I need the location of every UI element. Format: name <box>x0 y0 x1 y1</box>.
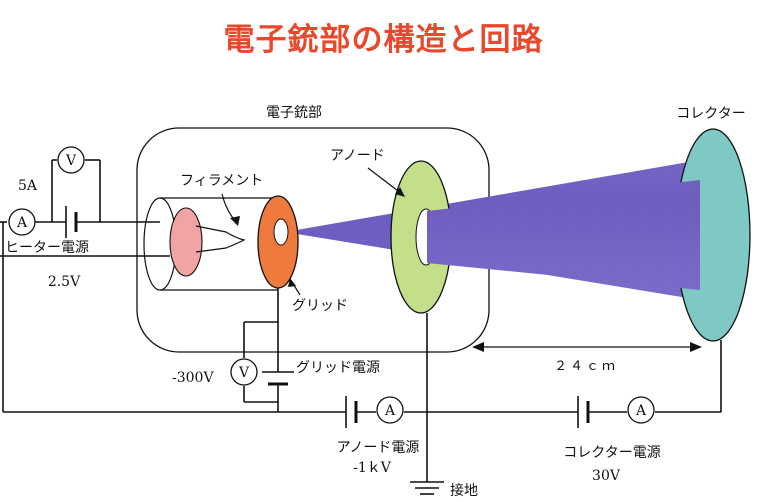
collector-voltage-label: 30V <box>592 468 621 484</box>
filament <box>195 225 246 253</box>
heater-voltmeter <box>57 146 85 174</box>
gun-label: 電子銃部 <box>266 105 322 121</box>
collector-label: コレクター <box>676 106 745 122</box>
anode-ammeter-symbol: A <box>384 403 396 419</box>
grid-voltmeter-symbol: V <box>238 365 250 381</box>
anode-label: アノード <box>330 148 385 164</box>
beam-through-anode <box>427 180 700 290</box>
distance-arrowhead-right <box>690 342 702 352</box>
anode-source-label: アノード電源 <box>337 440 420 456</box>
grid-label: グリッド <box>292 298 348 314</box>
anode-voltage-label: -1ｋV <box>353 460 392 476</box>
electron-beam-core <box>285 210 420 254</box>
page-title: 電子銃部の構造と回路 <box>223 22 544 58</box>
heater-source-label: ヒーター電源 <box>5 240 89 256</box>
grid-aperture <box>273 218 289 246</box>
heater-ammeter-symbol: A <box>16 215 28 231</box>
ground-label: 接地 <box>450 482 478 499</box>
filament-label: フィラメント <box>180 173 263 189</box>
grid-source-label: グリッド電源 <box>296 360 380 376</box>
distance-arrowhead-left <box>472 342 484 352</box>
collector-source-label: コレクター電源 <box>563 445 660 461</box>
collector-ammeter <box>627 396 655 424</box>
heater-voltmeter-symbol: V <box>65 153 77 169</box>
cathode-disc <box>169 207 203 277</box>
filament-pointer-arrowhead <box>230 216 240 226</box>
grid-pointer-arrowhead <box>288 278 296 287</box>
heater-voltage-label: 2.5V <box>48 274 81 290</box>
anode-ammeter <box>376 396 404 424</box>
anode-pointer <box>367 167 403 195</box>
collector-ammeter-symbol: A <box>635 403 647 419</box>
heater-current-label: 5A <box>18 178 38 194</box>
grid-voltmeter <box>230 358 258 386</box>
anode-pointer-arrowhead <box>395 187 405 197</box>
distance-label: ２４ｃｍ <box>554 359 618 374</box>
grid-voltage-label: -300V <box>172 370 214 386</box>
